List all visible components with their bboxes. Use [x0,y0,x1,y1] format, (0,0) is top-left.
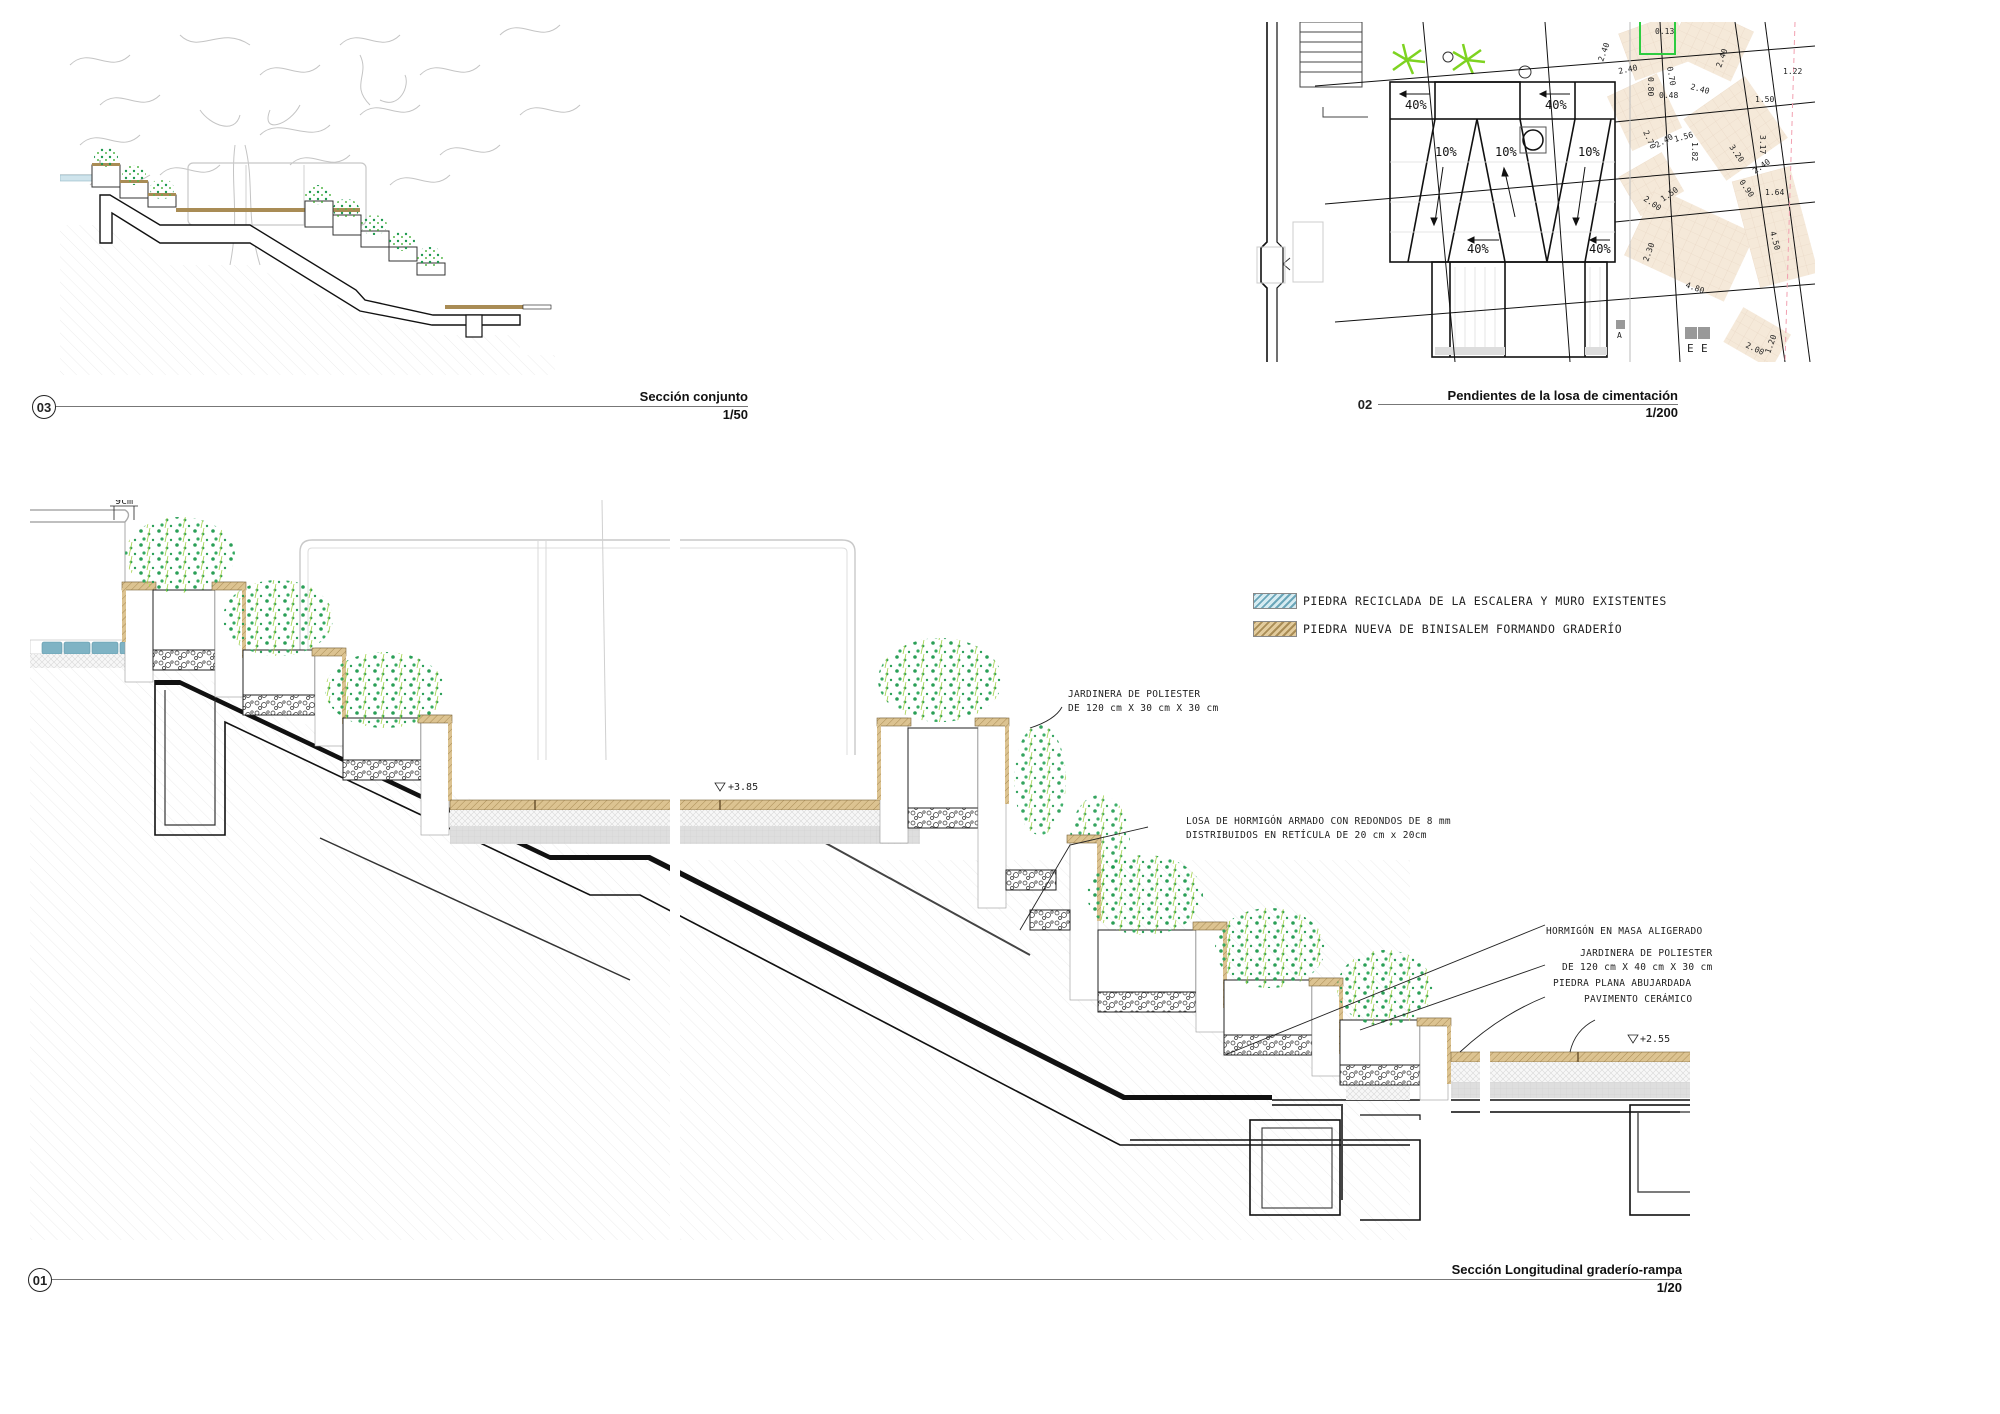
svg-text:0.13: 0.13 [1655,27,1674,36]
note-line: LOSA DE HORMIGÓN ARMADO CON REDONDOS DE … [1186,816,1451,827]
svg-text:3.17: 3.17 [1758,135,1767,154]
note-line: JARDINERA DE POLIESTER [1068,689,1201,700]
overview-planters-left [91,147,177,208]
slope-label: 10% [1435,145,1457,159]
section-marker: E [1701,342,1708,355]
note-pavimento: PAVIMENTO CERÁMICO [1584,994,1693,1005]
overview-planters-right [304,185,446,276]
legend-item-recycled-stone: PIEDRA RECICLADA DE LA ESCALERA Y MURO E… [1253,593,1667,609]
level-marker: +3.85 [728,782,758,793]
title-underline-02 [1378,404,1678,405]
slope-label: 40% [1545,98,1567,112]
svg-text:1.22: 1.22 [1783,67,1802,76]
svg-text:2.40: 2.40 [1689,82,1710,96]
drawing-number-01: 01 [28,1268,52,1292]
section-marker: A [1617,331,1622,340]
planter-module [1337,950,1452,1101]
svg-text:0.48: 0.48 [1659,91,1678,100]
slope-label: 40% [1467,242,1489,256]
note-hormigon: HORMIGÓN EN MASA ALIGERADO [1546,926,1703,937]
svg-text:0.80: 0.80 [1646,77,1655,96]
svg-text:2.40: 2.40 [1596,41,1611,62]
level-marker: +2.55 [1640,1034,1670,1045]
palm-tree-icon [1392,43,1486,75]
leader-lines [1019,706,1596,1056]
dimension-label: 9cm [115,500,133,507]
planter-module [876,638,1066,909]
note-line: DE 120 cm X 40 cm X 30 cm [1562,962,1713,973]
slope-label: 40% [1405,98,1427,112]
planter-module [325,652,453,836]
svg-text:1.50: 1.50 [1755,95,1774,104]
slab-slopes-plan: 40% 40% 10% 10% 10% 40% 40% 0.13 2.40 2.… [1256,22,1815,362]
drawing-number-03: 03 [32,395,56,419]
section-marker: E [1687,342,1694,355]
foundation-slab-outline [1389,81,1616,358]
svg-text:1.64: 1.64 [1765,188,1784,197]
note-line: DE 120 cm X 30 cm X 30 cm [1068,703,1219,714]
title-block-03: 03 Sección conjunto 1/50 [30,388,750,428]
drawing-scale-02: 1/200 [1645,405,1678,420]
svg-text:0.70: 0.70 [1665,66,1677,87]
legend-label: PIEDRA RECICLADA DE LA ESCALERA Y MURO E… [1303,594,1667,608]
note-jardinera-30: JARDINERA DE POLIESTER DE 120 cm X 30 cm… [1068,688,1219,716]
legend-item-new-stone: PIEDRA NUEVA DE BINISALEM FORMANDO GRADE… [1253,621,1622,637]
planter-module [121,517,247,698]
note-losa: LOSA DE HORMIGÓN ARMADO CON REDONDOS DE … [1186,815,1451,843]
drawing-scale-01: 1/20 [1656,1280,1682,1295]
longitudinal-section-drawing: 9cm +3.85 [30,500,1690,1240]
dimension-9cm [110,505,138,520]
legend-label: PIEDRA NUEVA DE BINISALEM FORMANDO GRADE… [1303,622,1623,636]
title-underline-01 [52,1279,1682,1280]
note-jardinera-40: JARDINERA DE POLIESTER DE 120 cm X 40 cm… [1562,947,1713,975]
legend-swatch-recycled [1253,593,1297,609]
legend-swatch-new [1253,621,1297,637]
slope-label: 10% [1578,145,1600,159]
drawing-title-02: Pendientes de la losa de cimentación [1447,388,1678,403]
title-block-02: 02 Pendientes de la losa de cimentación … [1354,388,1684,428]
drawing-title-01: Sección Longitudinal graderío-rampa [1451,1262,1682,1277]
note-line: DISTRIBUIDOS EN RETÍCULA DE 20 cm x 20cm [1186,830,1427,841]
drawing-number-02: 02 [1354,393,1376,415]
svg-text:1.82: 1.82 [1690,142,1699,161]
slope-label: 10% [1495,145,1517,159]
title-underline-03 [56,406,748,407]
slope-label: 40% [1589,242,1611,256]
plan-paving-tiles [1606,22,1815,362]
section-overview-drawing [60,24,581,375]
concrete-ramp-slab [155,680,1272,1100]
drawing-scale-03: 1/50 [722,407,748,422]
title-block-01: 01 Sección Longitudinal graderío-rampa 1… [26,1260,1686,1302]
note-line: JARDINERA DE POLIESTER [1580,948,1713,959]
svg-text:2.40: 2.40 [1618,63,1639,76]
note-piedra-plana: PIEDRA PLANA ABUJARDADA [1553,978,1692,989]
drawing-title-03: Sección conjunto [639,389,748,404]
